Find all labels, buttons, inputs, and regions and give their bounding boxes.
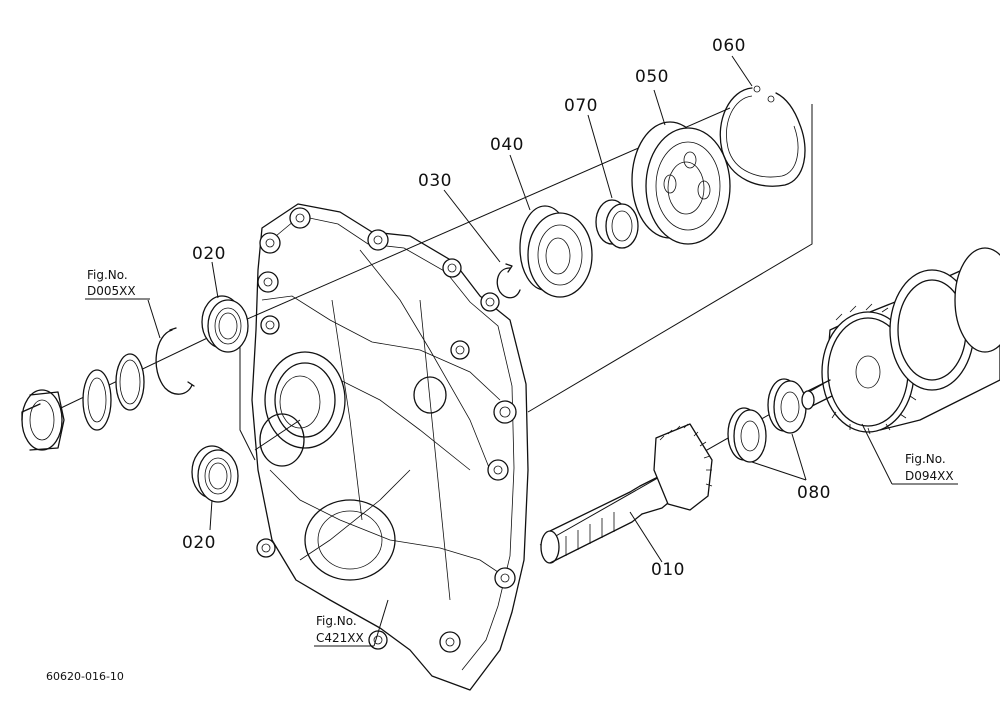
fig-ref-c421-line1: Fig.No. — [316, 614, 357, 628]
label-040: 040 — [490, 135, 524, 155]
transmission-case-housing — [251, 203, 529, 691]
ball-bearing-080-a — [727, 407, 767, 463]
snap-ring-030 — [496, 263, 521, 299]
gear-cluster-assembly — [801, 247, 1000, 435]
ball-bearing-050 — [631, 121, 731, 245]
label-070: 070 — [564, 96, 598, 116]
label-080: 080 — [797, 483, 831, 503]
ball-bearing-080-b — [767, 378, 807, 434]
fig-ref-d005-line1: Fig.No. — [87, 268, 128, 282]
shaft-010 — [540, 423, 713, 564]
label-010: 010 — [651, 560, 685, 580]
oil-seal-020-top — [201, 295, 249, 353]
label-020-bottom: 020 — [182, 533, 216, 553]
label-leader-lines — [85, 55, 958, 647]
ball-bearing-040 — [519, 205, 593, 298]
label-050: 050 — [635, 67, 669, 87]
drawing-code: 60620-016-10 — [46, 670, 124, 683]
fig-ref-d094-line2: D094XX — [905, 469, 954, 483]
internal-circlip-060 — [719, 85, 806, 187]
label-030: 030 — [418, 171, 452, 191]
fig-ref-c421-line2: C421XX — [316, 631, 364, 645]
label-060: 060 — [712, 36, 746, 56]
fig-ref-d094-line1: Fig.No. — [905, 452, 946, 466]
label-020-top: 020 — [192, 244, 226, 264]
fig-ref-d005-line2: D005XX — [87, 284, 136, 298]
collar-070 — [595, 199, 639, 249]
coupling-input-assembly — [21, 327, 195, 451]
oil-seal-020-bottom — [191, 445, 239, 503]
